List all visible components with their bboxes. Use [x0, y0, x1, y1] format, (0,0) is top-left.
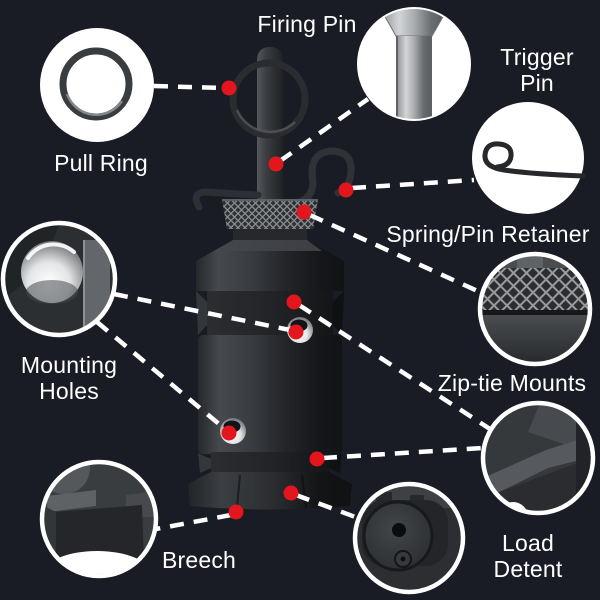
firing-pin-rod [257, 47, 283, 206]
zip-tie-groove-upper [196, 291, 344, 335]
marker-dot [221, 425, 237, 441]
marker-dots [221, 80, 354, 520]
leader-line [153, 83, 224, 91]
breech-callout [39, 459, 159, 579]
leader-line [155, 512, 232, 532]
marker-dot [338, 182, 354, 198]
leader-line [322, 445, 484, 461]
spring-pin-retainer-label: Spring/Pin Retainer [386, 221, 590, 247]
pull-ring-callout [40, 28, 154, 142]
firing-pin-label: Firing Pin [257, 11, 357, 37]
leader-line [351, 177, 475, 191]
knurled-cap [222, 199, 318, 229]
trigger-pin-label: Trigger Pin [500, 44, 574, 96]
leader-line [297, 303, 492, 431]
mounting-holes-callout [0, 220, 118, 338]
load-detent-label: Load Detent [493, 530, 563, 582]
pull-ring-label: Pull Ring [54, 150, 148, 176]
leader-line [113, 291, 291, 333]
breech-base [188, 472, 352, 510]
knurled-cap-callout [477, 251, 593, 367]
mounting-holes-label: Mounting Holes [20, 352, 118, 404]
cap-neck [233, 229, 307, 240]
retainer-wire [293, 147, 355, 207]
breech-label: Breech [161, 547, 237, 573]
leader-line [95, 320, 227, 431]
load-detent-callout [352, 481, 466, 595]
marker-dot [288, 324, 304, 340]
marker-dot [296, 204, 312, 220]
marker-dot [286, 294, 302, 310]
device-illustration [188, 47, 355, 510]
pull-ring-part [229, 59, 309, 139]
marker-dot [309, 451, 325, 467]
firing-pin-callout [357, 7, 471, 121]
marker-dot [268, 156, 284, 172]
leader-line [278, 97, 370, 163]
body-cylinder [198, 335, 342, 454]
zip-tie-mounts-label: Zip-tie Mounts [437, 370, 587, 396]
zip-tie-callout [480, 400, 596, 516]
zip-tie-groove-lower [198, 452, 342, 473]
spring-retainer-callout [472, 102, 586, 214]
trigger-pin-rod [192, 188, 262, 211]
marker-dot [228, 504, 244, 520]
pull-ring-highlight [235, 109, 296, 134]
marker-dot [283, 485, 299, 501]
leader-line [309, 212, 483, 296]
leader-lines [95, 83, 492, 532]
body-shoulder [196, 240, 344, 291]
marker-dot [221, 80, 237, 96]
leader-line [295, 492, 359, 521]
